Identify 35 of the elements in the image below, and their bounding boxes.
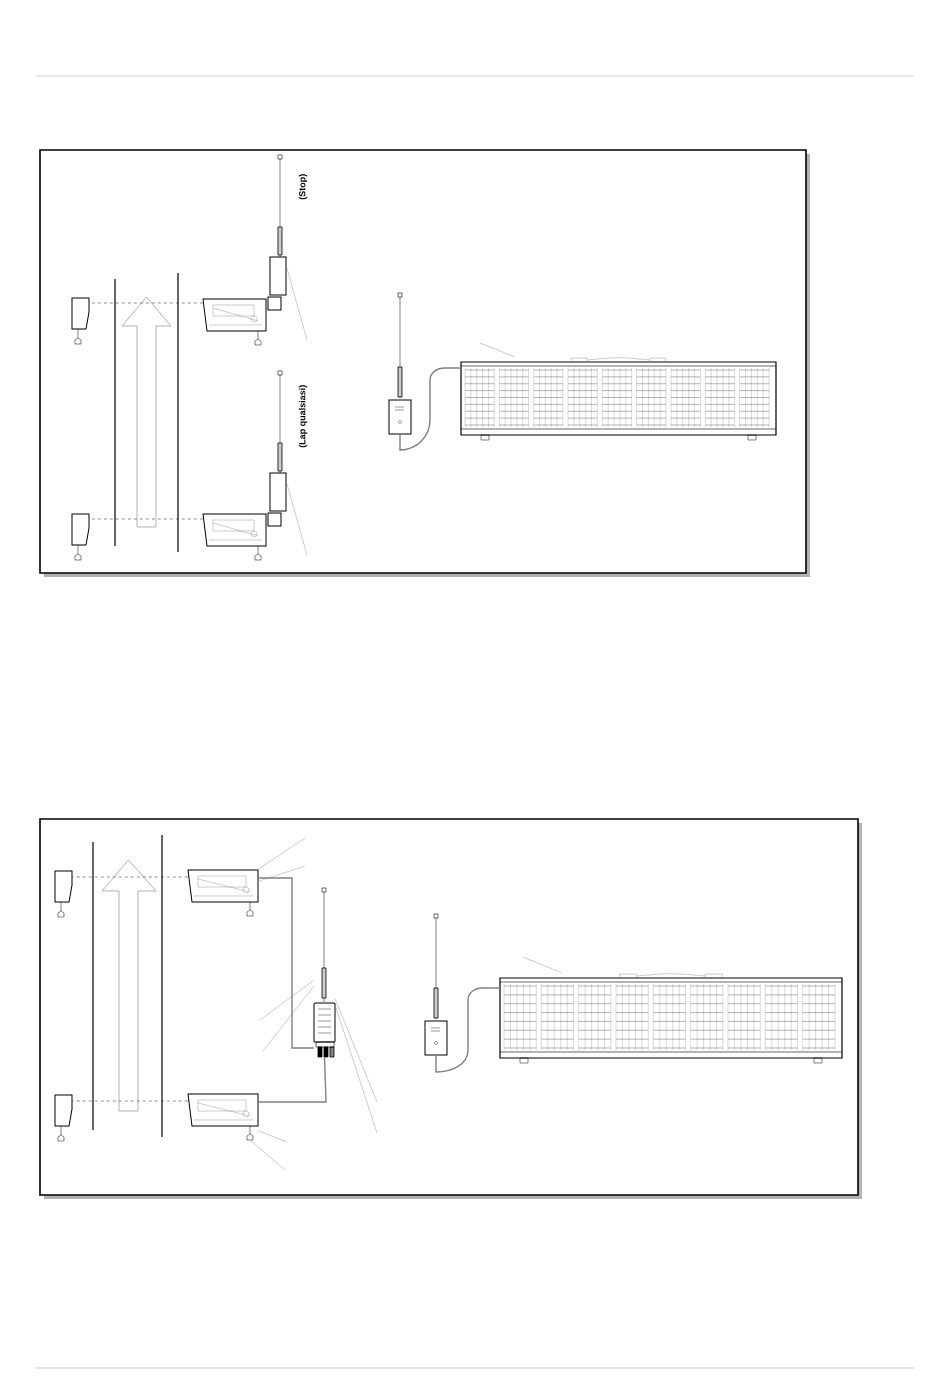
- reflector-drawing: [71, 513, 90, 561]
- led-display-drawing: [499, 973, 843, 1064]
- radio-transmitter-drawing: [267, 370, 287, 527]
- radio-transmitter-drawing: [313, 887, 336, 1058]
- cable: [257, 1056, 327, 1103]
- cable: [399, 367, 462, 451]
- leader-line: [286, 265, 308, 341]
- photocell-drawing: [187, 869, 259, 917]
- light-beam: [71, 876, 189, 878]
- leader-line: [335, 998, 378, 1103]
- photocell-drawing: [202, 513, 267, 561]
- photocell-drawing: [187, 1093, 259, 1141]
- leader-line: [262, 985, 314, 1052]
- leader-line: [257, 837, 306, 870]
- leader-line: [286, 480, 308, 556]
- leader-line: [479, 342, 515, 357]
- label: (Lap qualsiasi): [298, 385, 308, 448]
- light-beam: [71, 1100, 189, 1102]
- leader-line: [259, 980, 314, 1021]
- leader-line: [335, 1005, 378, 1134]
- reflector-drawing: [54, 1094, 73, 1142]
- reflector-drawing: [54, 870, 73, 918]
- leader-line: [258, 865, 306, 882]
- cable: [435, 987, 501, 1073]
- radio-receiver-drawing: [388, 292, 412, 435]
- label: (Stop): [298, 174, 308, 200]
- cable: [257, 877, 315, 1049]
- leader-line: [249, 1140, 286, 1171]
- radio-transmitter-drawing: [267, 154, 287, 311]
- reflector-drawing: [71, 297, 90, 345]
- radio-receiver-drawing: [424, 913, 448, 1056]
- leader-line: [258, 1130, 288, 1143]
- leader-line: [522, 956, 562, 973]
- led-display-drawing: [460, 357, 777, 441]
- photocell-drawing: [202, 298, 267, 346]
